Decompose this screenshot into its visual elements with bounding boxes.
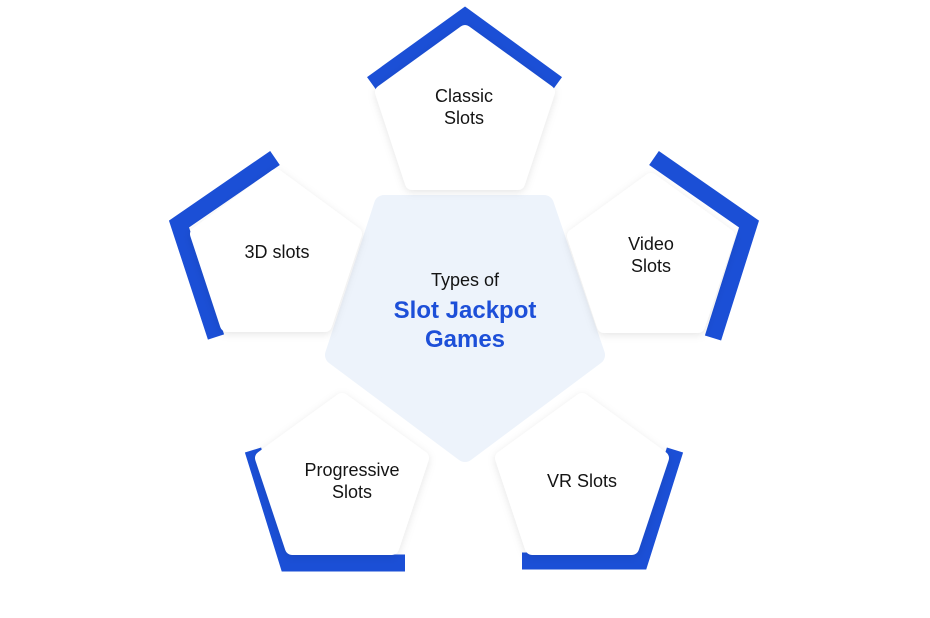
classic-slots-label: Classic Slots bbox=[434, 86, 494, 128]
classic-slots-accent-bracket bbox=[367, 6, 563, 91]
3d-slots-accent-bracket bbox=[168, 150, 280, 340]
progressive-slots-node bbox=[244, 393, 429, 572]
center-label: Types of Slot Jackpot Games bbox=[394, 268, 537, 354]
3d-slots-label: 3D slots bbox=[244, 242, 310, 262]
video-slots-node bbox=[567, 151, 759, 341]
progressive-slots-pentagon bbox=[255, 393, 429, 555]
progressive-slots-label: Progressive Slots bbox=[304, 460, 400, 502]
3d-slots-pentagon bbox=[190, 169, 362, 332]
3d-slots-node bbox=[168, 150, 362, 340]
classic-slots-node bbox=[367, 6, 563, 190]
center-title: Slot Jackpot Games bbox=[393, 297, 537, 353]
video-slots-accent-bracket bbox=[649, 151, 759, 341]
center-subtitle: Types of bbox=[430, 270, 500, 290]
vr-slots-accent-bracket bbox=[522, 447, 684, 570]
classic-slots-pentagon bbox=[375, 25, 555, 190]
vr-slots-pentagon bbox=[495, 393, 669, 555]
video-slots-pentagon bbox=[567, 173, 735, 333]
center-pentagon bbox=[325, 195, 605, 462]
video-slots-label: Video Slots bbox=[628, 234, 674, 276]
vr-slots-label: VR Slots bbox=[546, 471, 618, 491]
vr-slots-node bbox=[495, 393, 684, 570]
